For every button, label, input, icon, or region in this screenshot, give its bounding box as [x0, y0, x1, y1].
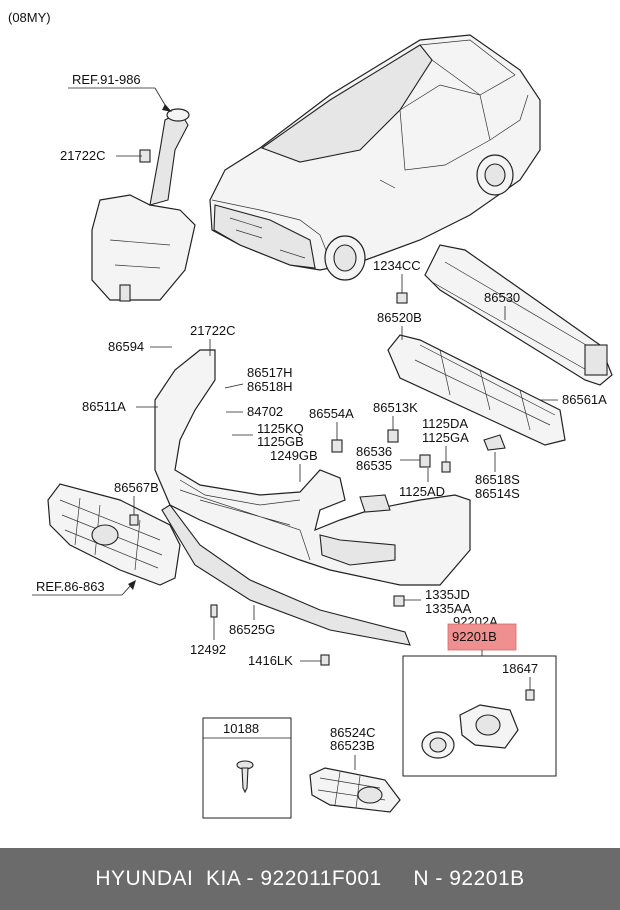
label-1125GB: 1125GB — [257, 434, 304, 449]
label-86530: 86530 — [484, 290, 520, 305]
energy-absorber — [387, 334, 566, 446]
label-18647: 18647 — [502, 661, 538, 676]
label-1125DA: 1125DA — [422, 416, 468, 431]
label-86561A: 86561A — [562, 392, 607, 407]
label-1335JD: 1335JD — [425, 587, 470, 602]
label-86594: 86594 — [108, 339, 144, 354]
label-86554A: 86554A — [309, 406, 354, 421]
screw-icon — [236, 760, 254, 794]
label-1125KQ: 1125KQ — [257, 421, 304, 436]
fog-lamp-cover — [309, 767, 401, 813]
radiator-grille — [47, 483, 181, 586]
label-86520B: 86520B — [377, 310, 422, 325]
label-86511A: 86511A — [82, 399, 126, 414]
model-year-label: (08MY) — [8, 10, 51, 25]
label-84702: 84702 — [247, 404, 283, 419]
footer-bar: HYUNDAI KIA - 922011F001 N - 92201B — [0, 848, 620, 910]
parts-diagram: (08MY) REF.91-986 21722C 86594 — [8, 10, 613, 819]
fog-lamp — [421, 704, 519, 759]
label-86524C: 86524C — [330, 725, 376, 740]
lower-lip-strip — [161, 504, 411, 646]
label-86513K: 86513K — [373, 400, 418, 415]
front-bumper-cover — [154, 349, 471, 586]
screw-box — [202, 717, 292, 819]
label-12492: 12492 — [190, 642, 226, 657]
label-86523B: 86523B — [330, 738, 375, 753]
label-86518H: 86518H — [247, 379, 293, 394]
fog-lamp-group-box — [402, 655, 557, 777]
highlight-box — [447, 623, 517, 651]
label-21722C-b: 21722C — [190, 323, 236, 338]
label-1335AA: 1335AA — [425, 601, 472, 616]
label-86514S: 86514S — [475, 486, 520, 501]
label-1249GB: 1249GB — [270, 448, 318, 463]
label-21722C-a: 21722C — [60, 148, 106, 163]
label-86535: 86535 — [356, 458, 392, 473]
label-86525G: 86525G — [229, 622, 275, 637]
label-1125GA: 1125GA — [422, 430, 469, 445]
ref-label-left: REF.86-863 — [36, 579, 105, 594]
label-86517H: 86517H — [247, 365, 293, 380]
footer-text: HYUNDAI KIA - 922011F001 N - 92201B — [95, 867, 525, 890]
vehicle-illustration — [209, 34, 541, 281]
label-1125AD: 1125AD — [399, 484, 445, 499]
bumper-beam — [424, 244, 613, 386]
label-86536: 86536 — [356, 444, 392, 459]
label-86567B: 86567B — [114, 480, 159, 495]
label-86518S: 86518S — [475, 472, 520, 487]
label-92201B: 92201B — [452, 629, 497, 644]
label-10188: 10188 — [223, 721, 259, 736]
label-1234CC: 1234CC — [373, 258, 421, 273]
ref-label-top: REF.91-986 — [72, 72, 141, 87]
washer-reservoir — [91, 108, 196, 302]
label-1416LK: 1416LK — [248, 653, 293, 668]
